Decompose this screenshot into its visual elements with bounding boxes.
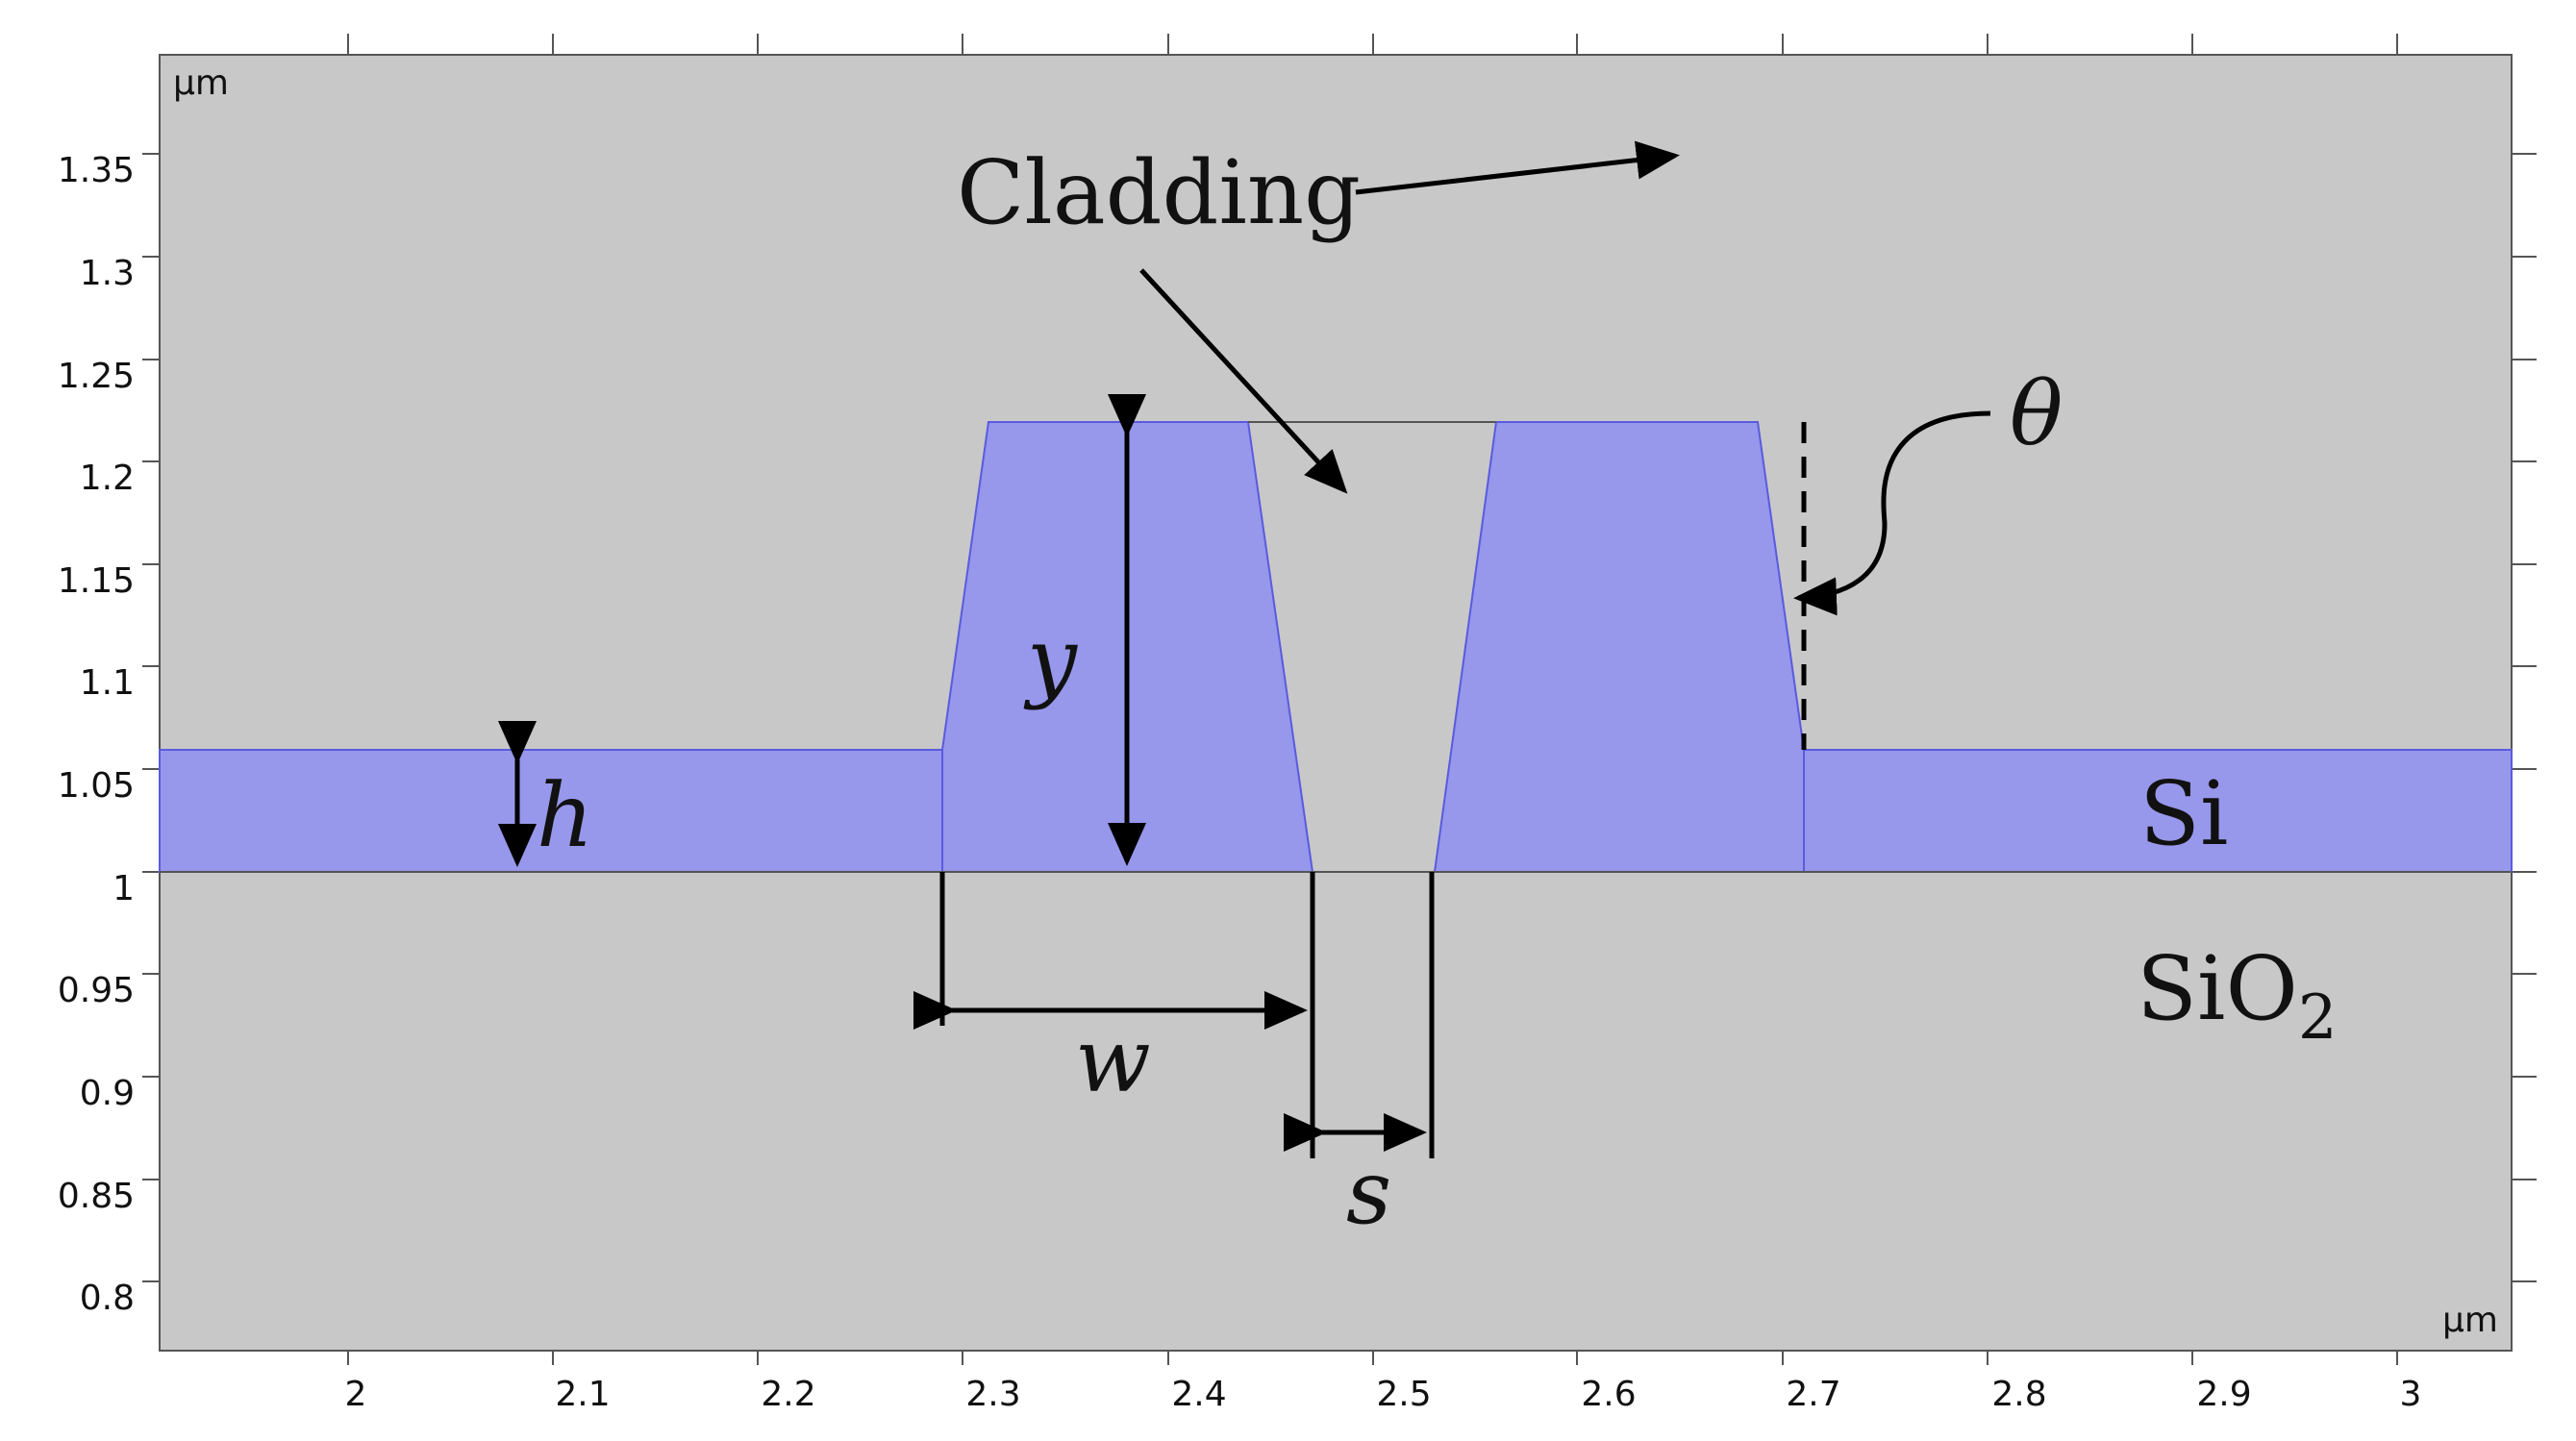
x-tick-label: 2 (345, 1375, 367, 1414)
plot-area (159, 54, 2513, 1352)
x-tick-label: 2.2 (761, 1375, 815, 1414)
y-tick-label: 1.3 (80, 254, 135, 293)
silicon-layer (159, 421, 2513, 873)
x-tick-label: 2.3 (965, 1375, 1020, 1414)
y-unit-label: μm (173, 63, 229, 103)
sio2-label: SiO2 (2137, 937, 2338, 1054)
y-tick-label: 0.8 (80, 1279, 135, 1318)
y-tick-label: 1.35 (58, 151, 135, 190)
y-tick-label: 1.2 (80, 459, 135, 498)
x-tick-label: 2.1 (555, 1375, 610, 1414)
cladding-arrow-top (1355, 140, 1680, 195)
y-tick-label: 1.1 (80, 663, 135, 703)
h-label: h (537, 764, 593, 867)
sio2-base: SiO (2137, 937, 2298, 1040)
theta-label: θ (2010, 362, 2063, 465)
y-tick-label: 1.15 (58, 561, 135, 601)
cladding-arrow-trench (1139, 268, 1348, 494)
y-tick-label: 0.85 (58, 1177, 135, 1216)
y-tick-label: 1 (113, 869, 135, 908)
x-tick-label: 2.9 (2196, 1375, 2251, 1414)
y-tick-label: 1.05 (58, 766, 135, 806)
x-tick-label: 2.4 (1171, 1375, 1226, 1414)
y-label: y (1023, 609, 1078, 711)
x-tick-label: 2.5 (1376, 1375, 1431, 1414)
si-label: Si (2139, 762, 2228, 865)
axis-ticks (142, 34, 2537, 1365)
y-tick-label: 1.25 (58, 357, 135, 396)
si-ridge-right (1433, 421, 1805, 873)
x-tick-label: 2.6 (1581, 1375, 1636, 1414)
w-label: w (1075, 1009, 1151, 1112)
x-tick-label: 3 (2400, 1375, 2422, 1414)
sio2-subscript: 2 (2298, 982, 2338, 1054)
y-tick-label: 0.9 (80, 1074, 135, 1113)
x-tick-label: 2.7 (1786, 1375, 1840, 1414)
dimension-annotations (498, 140, 1991, 1158)
s-label: s (1346, 1141, 1391, 1244)
x-unit-label: μm (2442, 1301, 2498, 1340)
y-tick-labels: 1.35 1.3 1.25 1.2 1.15 1.1 1.05 1 0.95 0… (58, 151, 135, 1318)
theta-arrow (1793, 410, 1991, 616)
y-tick-label: 0.95 (58, 971, 135, 1010)
x-tick-label: 2.8 (1991, 1375, 2046, 1414)
x-tick-labels: 2 2.1 2.2 2.3 2.4 2.5 2.6 2.7 2.8 2.9 3 (345, 1375, 2422, 1414)
cladding-label: Cladding (957, 141, 1361, 244)
